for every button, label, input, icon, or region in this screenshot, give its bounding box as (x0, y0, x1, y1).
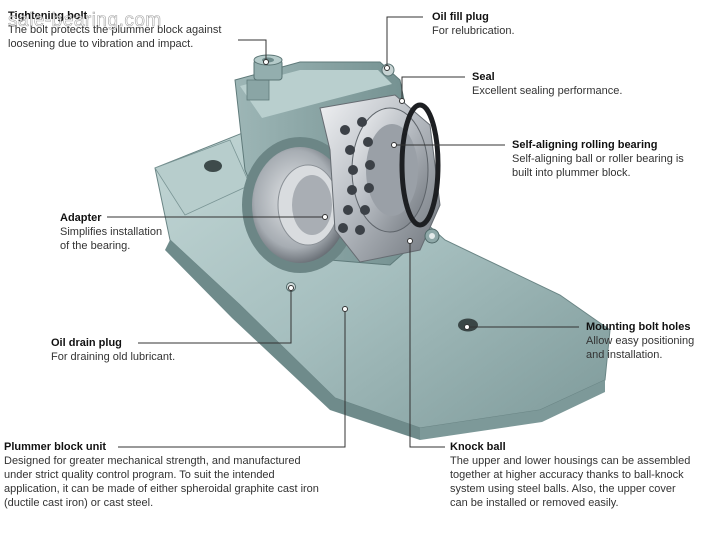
callout-mounting-bolt-holes: Mounting bolt holes Allow easy positioni… (586, 320, 694, 362)
callout-oil-fill-plug: Oil fill plug For relubrication. (432, 10, 515, 38)
oil-fill-plug-title: Oil fill plug (432, 11, 489, 23)
seal-title: Seal (472, 71, 495, 83)
tightening-bolt-desc-line: loosening due to vibration and impact. (8, 38, 194, 50)
callout-oil-drain-plug: Oil drain plug For draining old lubrican… (51, 336, 175, 364)
seal-ring (399, 102, 441, 228)
oil-drain-title: Oil drain plug (51, 337, 122, 349)
tightening-bolt-title: Tightening bolt (8, 10, 88, 22)
knock-ball-desc-line: system using steel balls. Also, the uppe… (450, 483, 676, 495)
adapter-desc-line: Simplifies installation (60, 226, 163, 238)
oil-fill-plug-desc: For relubrication. (432, 25, 515, 37)
knock-ball-title: Knock ball (450, 441, 506, 453)
callout-tightening-bolt: Tightening bolt The bolt protects the pl… (8, 9, 221, 51)
self-aligning-desc-line: built into plummer block. (512, 167, 631, 179)
leader-lines (107, 16, 579, 448)
mounting-holes-desc-line: and installation. (586, 349, 663, 361)
plummer-unit-desc-line: Designed for greater mechanical strength… (4, 455, 301, 467)
oil-drain-desc: For draining old lubricant. (51, 351, 176, 363)
plummer-unit-desc-line: application, it can be made of either sp… (4, 483, 319, 495)
tightening-bolt-desc-line: The bolt protects the plummer block agai… (8, 24, 222, 36)
callout-seal: Seal Excellent sealing performance. (472, 70, 622, 98)
callout-knock-ball: Knock ball The upper and lower housings … (450, 440, 690, 510)
mounting-holes-desc-line: Allow easy positioning (586, 335, 695, 347)
watermark: sale-bearing.com (8, 10, 162, 32)
callout-plummer-block-unit: Plummer block unit Designed for greater … (4, 440, 319, 510)
leader-endpoints (263, 59, 470, 330)
knock-ball-desc-line: together at higher accuracy thanks to ba… (450, 469, 684, 481)
callout-self-aligning-bearing: Self-aligning rolling bearing Self-align… (512, 138, 684, 180)
left-mounting-hole (204, 160, 222, 172)
plummer-unit-desc-line: (ductile cast iron) or cast steel. (4, 497, 154, 509)
bearing-assembly (242, 94, 441, 273)
callout-adapter: Adapter Simplifies installation of the b… (60, 211, 162, 253)
adapter-desc-line: of the bearing. (60, 240, 131, 252)
plummer-unit-desc-line: under strict quality control program. To… (4, 469, 275, 481)
plummer-unit-title: Plummer block unit (4, 441, 107, 453)
self-aligning-desc-line: Self-aligning ball or roller bearing is (512, 153, 684, 165)
adapter-title: Adapter (60, 212, 102, 224)
mounting-holes-title: Mounting bolt holes (586, 321, 691, 333)
seal-desc: Excellent sealing performance. (472, 85, 623, 97)
knock-ball-desc-line: The upper and lower housings can be asse… (450, 455, 691, 467)
self-aligning-title: Self-aligning rolling bearing (512, 139, 658, 151)
tightening-bolt (253, 54, 283, 81)
knock-ball-desc-line: can be installed or removed easily. (450, 497, 619, 509)
